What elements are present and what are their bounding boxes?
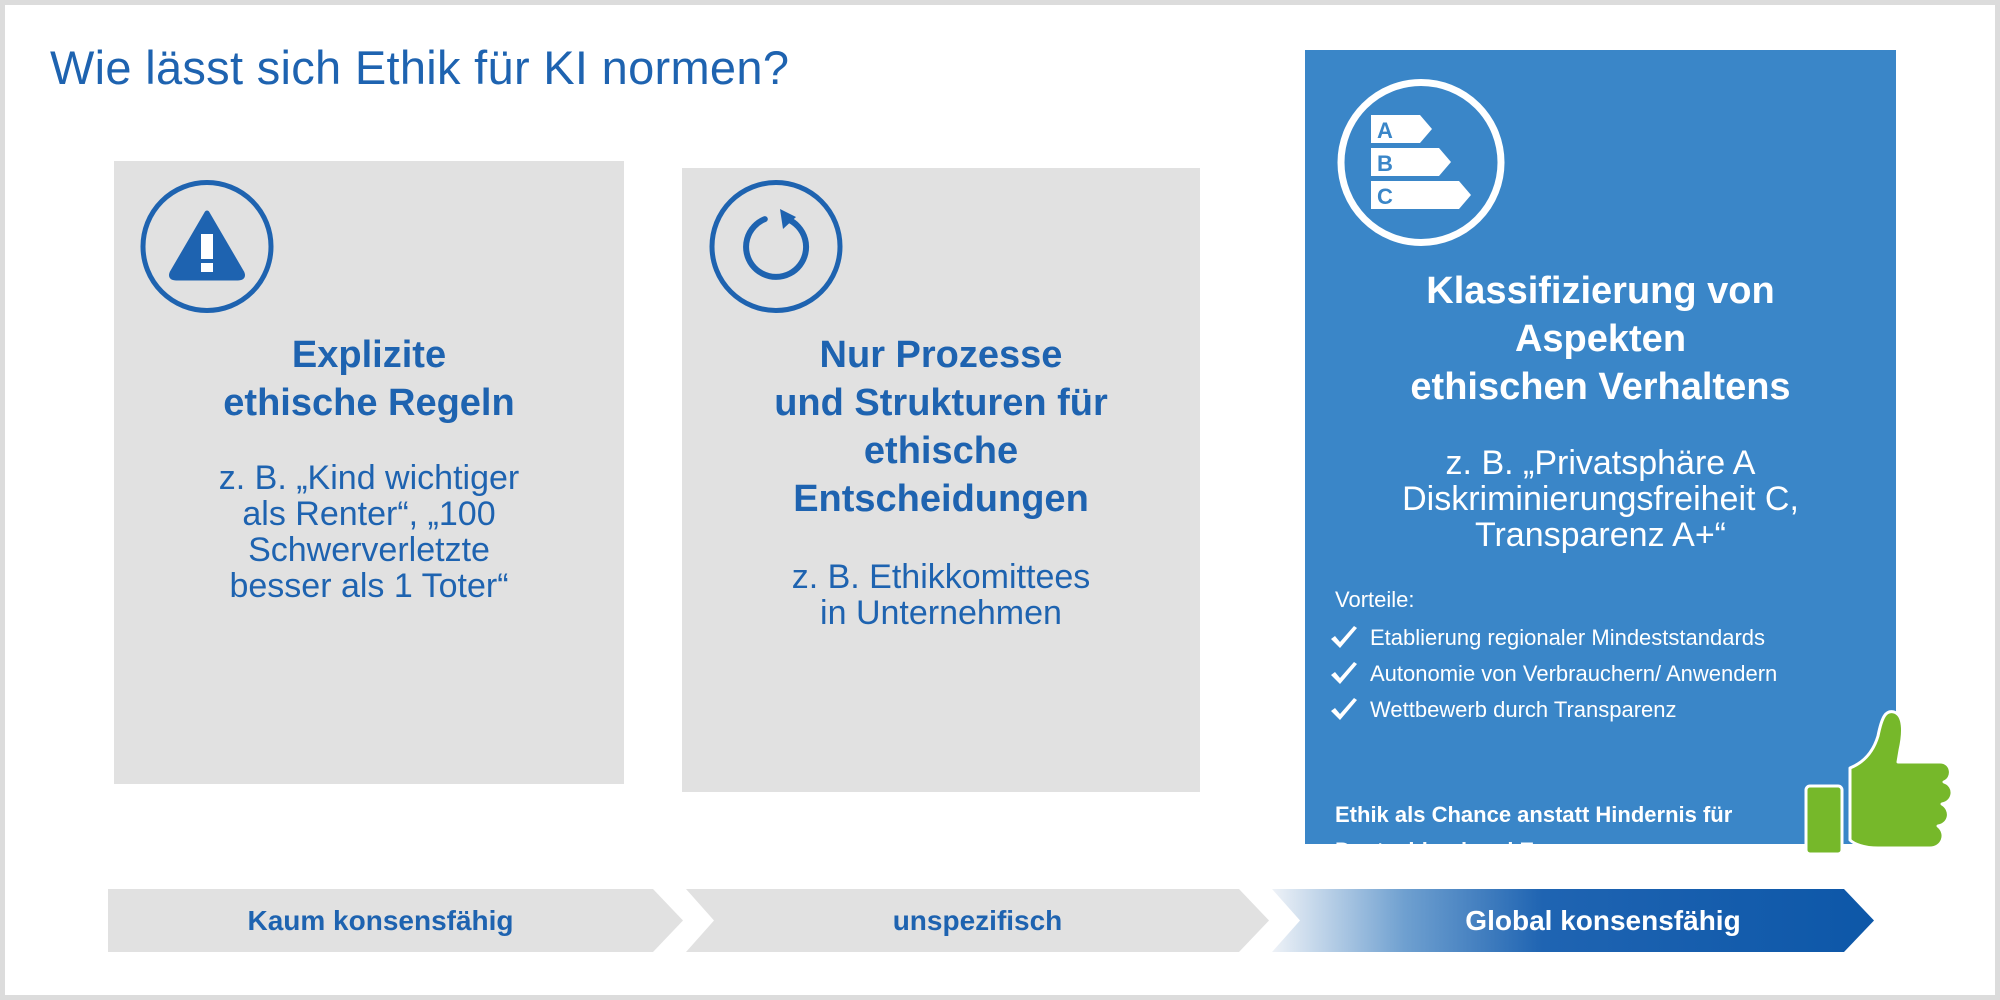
advantage-item: Etablierung regionaler Mindeststandards	[1329, 620, 1777, 656]
checkmark-icon	[1331, 698, 1357, 720]
scale-label: Global konsensfähig	[1465, 905, 1741, 936]
page-title: Wie lässt sich Ethik für KI normen?	[50, 41, 790, 94]
panel-example: z. B. „Privatsphäre A Diskriminierungsfr…	[1402, 444, 1799, 554]
panel-title: Klassifizierung von Aspekten ethischen V…	[1410, 270, 1791, 408]
panel-title: Explizite ethische Regeln	[223, 334, 515, 424]
advantages-title: Vorteile:	[1335, 587, 1415, 612]
panel-example: z. B. Ethikkomittees in Unternehmen	[791, 558, 1091, 632]
scale-step-1: Kaum konsensfähig	[108, 889, 683, 952]
panel-title: Nur Prozesse und Strukturen für ethische…	[774, 334, 1108, 520]
advantages-list: Etablierung regionaler Mindeststandards …	[1329, 620, 1777, 728]
warning-triangle-icon	[138, 179, 276, 314]
scale-label: Kaum konsensfähig	[247, 905, 514, 936]
thumbs-up-icon	[1800, 706, 1958, 862]
panel-explicit-rules: Explizite ethische Regeln z. B. „Kind wi…	[114, 161, 624, 784]
rating-label-c: C	[1377, 184, 1393, 209]
panel-example: z. B. „Kind wichtiger als Renter“, „100 …	[218, 459, 520, 605]
energy-rating-icon: A B C	[1335, 79, 1507, 246]
panel-processes: Nur Prozesse und Strukturen für ethische…	[682, 168, 1200, 792]
scale-step-2: unspezifisch	[686, 889, 1269, 952]
scale-label: unspezifisch	[892, 905, 1063, 936]
checkmark-icon	[1331, 626, 1357, 648]
checkmark-icon	[1331, 662, 1357, 684]
advantage-item: Autonomie von Verbrauchern/ Anwendern	[1329, 656, 1777, 692]
rating-label-b: B	[1377, 151, 1393, 176]
scale-step-3: Global konsensfähig	[1272, 889, 1874, 952]
circular-arrow-icon	[707, 179, 845, 314]
rating-label-a: A	[1377, 118, 1393, 143]
advantage-text: Autonomie von Verbrauchern/ Anwendern	[1370, 661, 1778, 686]
advantage-text: Wettbewerb durch Transparenz	[1370, 697, 1677, 722]
panel-classification: A B C Klassifizierung von Aspekten ethis…	[1305, 50, 1896, 863]
advantage-text: Etablierung regionaler Mindeststandards	[1370, 625, 1766, 650]
advantage-item: Wettbewerb durch Transparenz	[1329, 692, 1777, 728]
conclusion-text: Ethik als Chance anstatt Hindernis für D…	[1335, 802, 1733, 863]
